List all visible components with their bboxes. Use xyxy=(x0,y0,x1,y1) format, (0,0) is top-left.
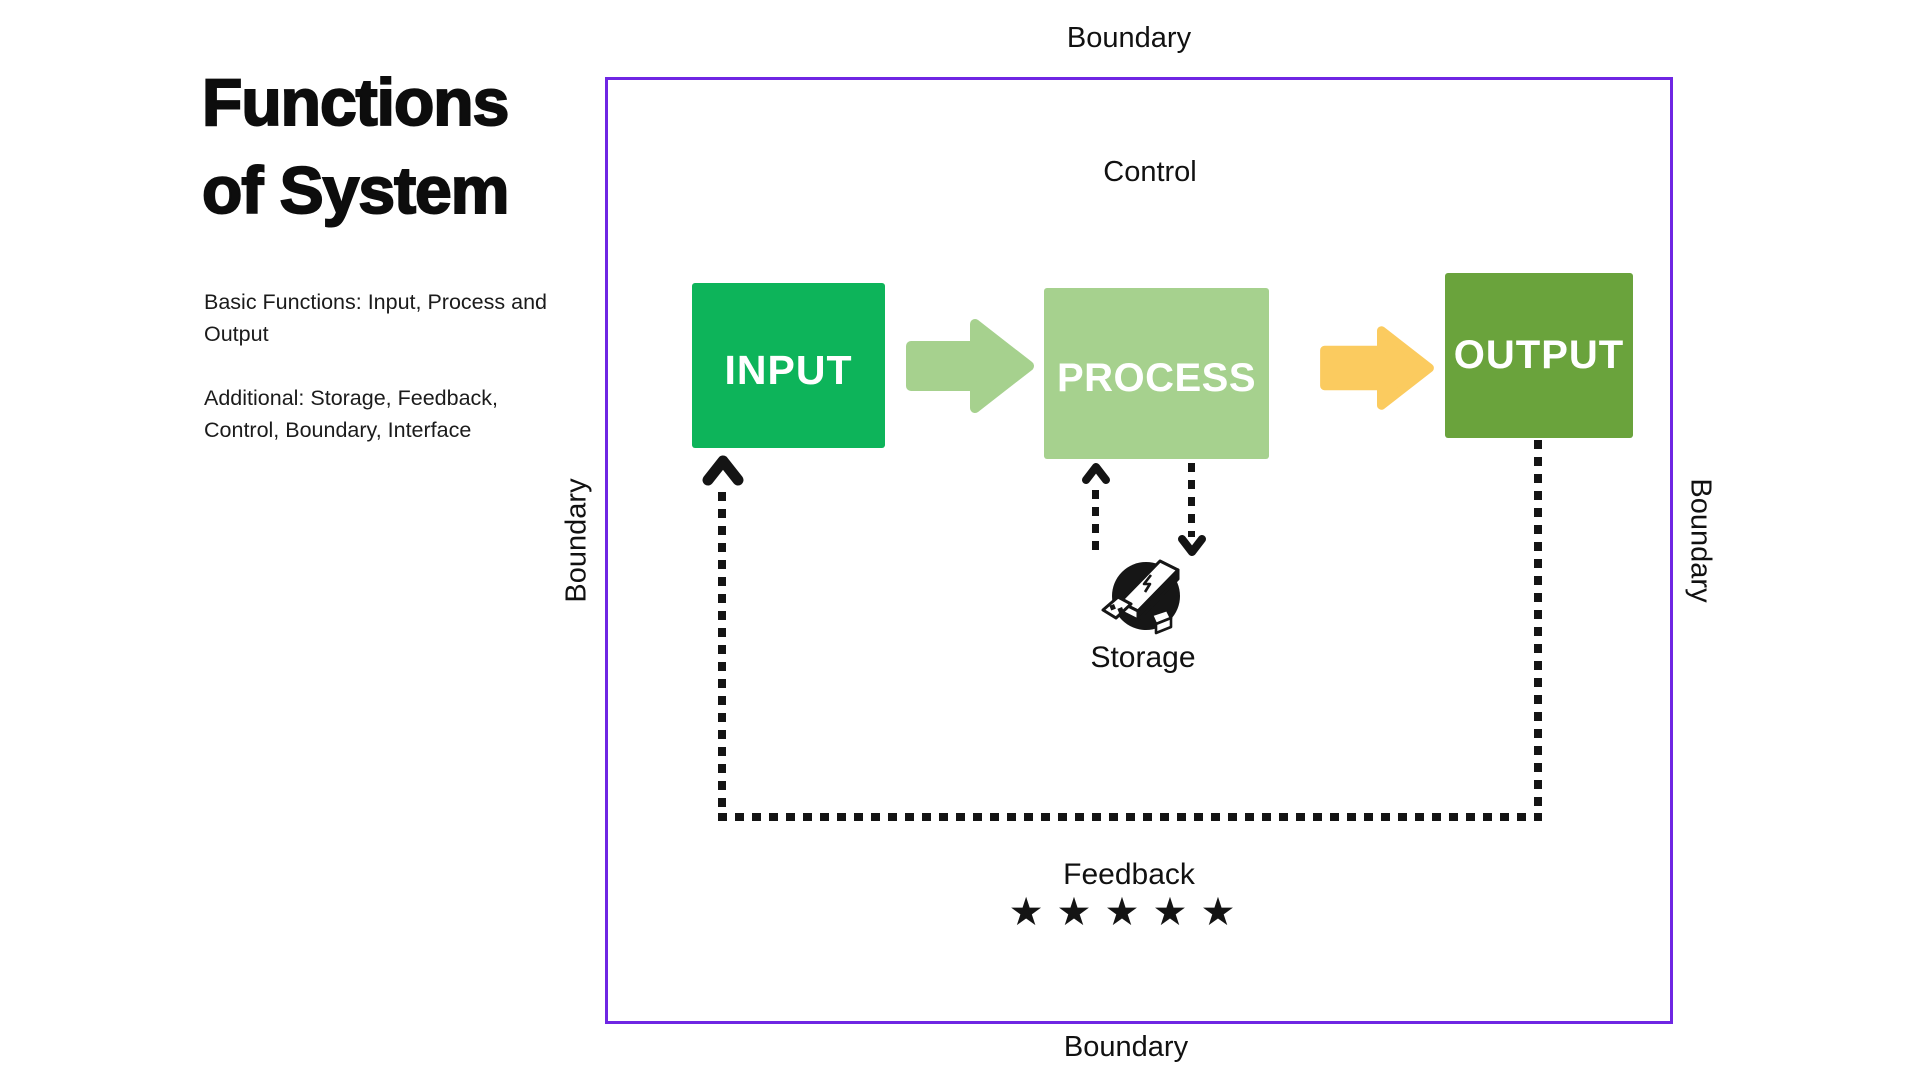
storage-line-down xyxy=(1188,463,1195,537)
input-to-process-arrow-icon xyxy=(906,319,1034,413)
star-icon: ★ xyxy=(1056,891,1092,934)
feedback-line-left xyxy=(718,492,726,817)
boundary-label-left: Boundary xyxy=(560,478,593,603)
feedback-line-bottom xyxy=(718,813,1542,821)
star-icon: ★ xyxy=(1200,891,1236,934)
process-to-output-arrow-icon xyxy=(1320,326,1434,410)
star-icon: ★ xyxy=(1008,891,1044,934)
star-icon: ★ xyxy=(1104,891,1140,934)
input-box-label: INPUT xyxy=(724,347,853,393)
output-box: OUTPUT xyxy=(1445,273,1633,438)
control-label: Control xyxy=(1103,156,1197,188)
system-boundary-rect xyxy=(605,77,1673,1024)
process-box-label: PROCESS xyxy=(1056,356,1257,400)
feedback-arrowhead-up-icon xyxy=(702,455,744,486)
boundary-label-top: Boundary xyxy=(1066,22,1192,54)
process-box: PROCESS xyxy=(1044,288,1269,459)
additional-functions-text: Additional: Storage, Feedback, Control, … xyxy=(204,386,499,442)
usb-storage-icon xyxy=(1101,559,1180,635)
boundary-label-right: Boundary xyxy=(1684,478,1717,603)
basic-functions-text: Basic Functions: Input, Process and Outp… xyxy=(204,290,547,346)
page-title: Functions of System xyxy=(201,64,510,228)
input-box: INPUT xyxy=(692,283,885,448)
feedback-line-right xyxy=(1534,440,1542,817)
storage-arrowhead-down-icon xyxy=(1178,535,1206,556)
star-icon: ★ xyxy=(1152,891,1188,934)
storage-label: Storage xyxy=(1090,641,1196,674)
storage-line-up xyxy=(1092,490,1099,558)
rating-stars: ★ ★ ★ ★ ★ xyxy=(972,893,1272,932)
feedback-label: Feedback xyxy=(1063,858,1195,891)
storage-arrowhead-up-icon xyxy=(1082,463,1110,484)
output-box-label: OUTPUT xyxy=(1453,333,1625,377)
boundary-label-bottom: Boundary xyxy=(1063,1031,1189,1063)
